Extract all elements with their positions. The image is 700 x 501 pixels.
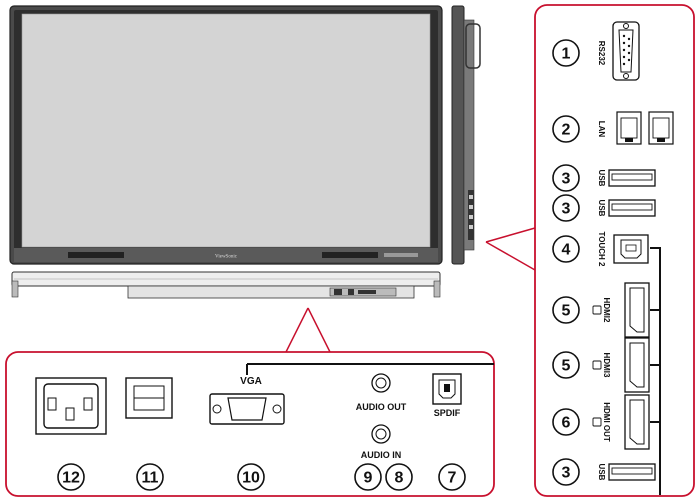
port-7: HDMI3 <box>592 337 650 393</box>
display-side <box>451 5 481 265</box>
spdif-label: SPDIF <box>434 408 461 418</box>
brand-logo: ViewSonic <box>215 255 238 260</box>
port-label: RS232 <box>597 41 606 66</box>
bottom-number-11: 11 <box>136 463 164 491</box>
port-2: LAN <box>597 111 674 145</box>
port-6: HDMI2 <box>592 282 650 338</box>
port-label: HDMI3 <box>602 353 611 378</box>
spdif-port <box>432 373 462 405</box>
bottom-number-8: 8 <box>385 463 413 491</box>
callout-number: 8 <box>395 470 404 487</box>
bottom-number-row: 12 11 10 9 8 7 <box>57 463 466 491</box>
port-label: USB <box>597 170 606 187</box>
callout-number: 12 <box>62 470 80 487</box>
callout-number: 7 <box>448 470 457 487</box>
port-number-8: 6 <box>552 408 580 436</box>
port-3: USB <box>597 169 656 187</box>
bottom-number-12: 12 <box>57 463 85 491</box>
power-switch <box>125 377 173 419</box>
vga-label: VGA <box>240 376 262 387</box>
port-label: USB <box>597 200 606 217</box>
port-number-1: 1 <box>552 39 580 67</box>
display-bottom <box>11 271 441 299</box>
callout-number: 10 <box>242 470 260 487</box>
callout-number: 3 <box>562 171 571 188</box>
bottom-number-10: 10 <box>237 463 265 491</box>
callout-number: 6 <box>562 415 571 432</box>
speaker-grille-left <box>68 252 124 258</box>
port-label: LAN <box>597 121 606 138</box>
port-9: USB <box>597 463 656 481</box>
callout-number: 1 <box>562 46 571 63</box>
bottom-number-7: 7 <box>438 463 466 491</box>
vga-port <box>209 393 285 425</box>
port-label: HDMI OUT <box>602 402 611 442</box>
side-handle <box>465 23 481 69</box>
right-callout <box>485 4 695 497</box>
port-number-6: 5 <box>552 296 580 324</box>
speaker-grille-right <box>322 252 378 258</box>
audio-in-jack <box>371 424 391 444</box>
port-number-7: 5 <box>552 351 580 379</box>
port-label: TOUCH 2 <box>597 232 606 268</box>
port-number-4: 3 <box>552 194 580 222</box>
display-screen <box>21 13 431 248</box>
port-number-5: 4 <box>552 235 580 263</box>
port-number-2: 2 <box>552 115 580 143</box>
touch-link-line <box>650 247 661 495</box>
ac-inlet <box>35 377 107 435</box>
port-number-9: 3 <box>552 458 580 486</box>
audio-out-label: AUDIO OUT <box>356 402 407 412</box>
port-5: TOUCH 2 <box>597 232 649 268</box>
callout-number: 2 <box>562 122 571 139</box>
callout-number: 4 <box>562 242 571 259</box>
port-number-3: 3 <box>552 164 580 192</box>
callout-number: 5 <box>562 303 571 320</box>
callout-number: 11 <box>142 470 159 487</box>
bottom-number-9: 9 <box>354 463 382 491</box>
audio-out-jack <box>371 373 391 393</box>
callout-number: 3 <box>562 201 571 218</box>
port-label: HDMI2 <box>602 298 611 323</box>
port-8: HDMI OUT <box>592 394 650 450</box>
audio-in-label: AUDIO IN <box>361 450 402 460</box>
display-front: ViewSonic <box>9 5 443 265</box>
callout-number: 5 <box>562 358 571 375</box>
port-1: RS232 <box>597 21 640 81</box>
callout-number: 3 <box>562 465 571 482</box>
port-label: USB <box>597 464 606 481</box>
port-4: USB <box>597 199 656 217</box>
callout-number: 9 <box>364 470 373 487</box>
